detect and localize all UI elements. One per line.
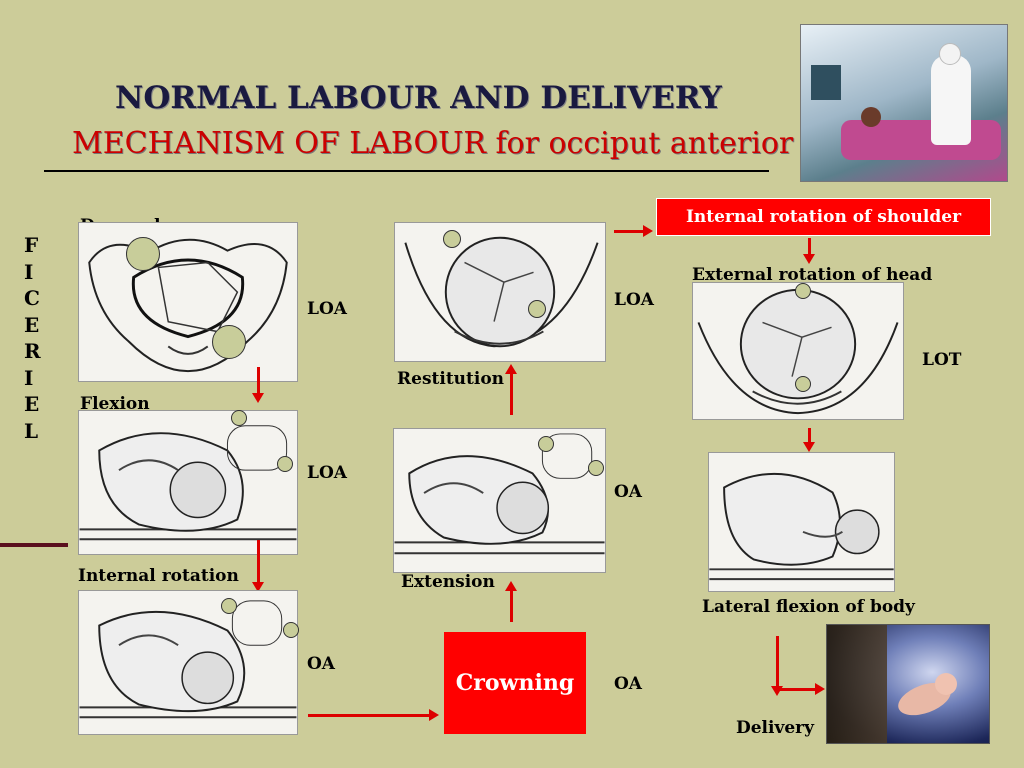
extension-image: [393, 428, 606, 573]
patient-shape: [861, 107, 881, 127]
sagittal-extension-drawing: [394, 433, 605, 555]
position-marker: [126, 237, 160, 271]
monitor-shape: [811, 65, 841, 100]
label-extension-pos: OA: [614, 482, 642, 502]
lateral-flexion-image: [708, 452, 895, 592]
delivery-photo: [826, 624, 990, 744]
crowning-box: Crowning: [444, 632, 586, 734]
pelvis-restitution-drawing: [404, 236, 599, 348]
label-crowning-pos: OA: [614, 674, 642, 694]
position-marker: [443, 230, 461, 248]
crowning-label: Crowning: [455, 670, 575, 696]
arrow-down: [252, 540, 264, 592]
label-internal-rotation-pos: OA: [307, 654, 335, 674]
side-letter: I: [24, 365, 34, 390]
label-external-rotation: External rotation of head: [692, 265, 933, 285]
position-marker: [231, 410, 247, 426]
pelvis-descend-image: [78, 222, 298, 382]
sagittal-lateral-flexion-drawing: [709, 472, 894, 581]
side-letter: F: [24, 233, 39, 257]
restitution-image: [394, 222, 606, 362]
label-restitution: Restitution: [397, 369, 505, 389]
nurse-shape: [931, 55, 971, 145]
side-bar: [0, 543, 68, 547]
position-marker: [795, 376, 811, 392]
internal-rotation-shoulder-box: Internal rotation of shoulder: [656, 198, 991, 236]
side-letter: L: [24, 418, 39, 443]
slide-subtitle: MECHANISM OF LABOUR for occiput anterior…: [72, 126, 869, 161]
bed-shape: [841, 120, 1001, 160]
arrow-up: [505, 364, 517, 415]
slide-title: NORMAL LABOUR AND DELIVERY: [115, 80, 722, 116]
labour-ward-photo: [800, 24, 1008, 182]
pelvis-inlet-drawing: [88, 238, 288, 373]
position-marker: [795, 283, 811, 299]
position-marker: [588, 460, 604, 476]
external-rotation-image: [692, 282, 904, 420]
label-flexion: Flexion: [80, 394, 150, 414]
title-underline: [44, 170, 769, 172]
newborn-head-shape: [935, 673, 957, 695]
position-marker: [283, 622, 299, 638]
label-external-rotation-pos: LOT: [922, 350, 962, 370]
arrow-down: [803, 238, 815, 264]
arrow-right: [614, 225, 653, 237]
arrow-right: [308, 709, 439, 721]
label-delivery: Delivery: [736, 718, 815, 738]
position-marker: [212, 325, 246, 359]
label-flexion-pos: LOA: [307, 463, 347, 483]
side-letter: R: [24, 339, 41, 363]
position-marker: [538, 436, 554, 452]
label-restitution-pos: LOA: [614, 290, 654, 310]
sagittal-internal-rotation-drawing: [79, 600, 297, 719]
side-letter: I: [24, 259, 34, 284]
arrow-up: [505, 581, 517, 622]
position-marker: [277, 456, 293, 472]
label-internal-rotation: Internal rotation: [78, 566, 239, 586]
label-extension: Extension: [401, 572, 495, 592]
label-lateral-flexion: Lateral flexion of body: [702, 597, 915, 617]
nurse-head-shape: [939, 43, 961, 65]
arrow-down: [803, 428, 815, 452]
sagittal-flexion-drawing: [79, 425, 297, 541]
flexion-image: [78, 410, 298, 555]
position-marker: [528, 300, 546, 318]
hands-shape: [827, 625, 887, 743]
side-letter: E: [24, 392, 40, 416]
internal-rotation-shoulder-label: Internal rotation of shoulder: [685, 207, 962, 227]
arrow-down-segment: [771, 636, 783, 696]
label-descend-pos: LOA: [307, 299, 347, 319]
side-letter: C: [24, 286, 40, 310]
side-letter: E: [24, 312, 40, 337]
arrow-right: [776, 683, 825, 695]
internal-rotation-image: [78, 590, 298, 735]
arrow-down: [252, 367, 264, 403]
position-marker: [221, 598, 237, 614]
side-letters: F I C E R I E L: [24, 232, 41, 444]
pelvis-external-rotation-drawing: [697, 288, 899, 415]
